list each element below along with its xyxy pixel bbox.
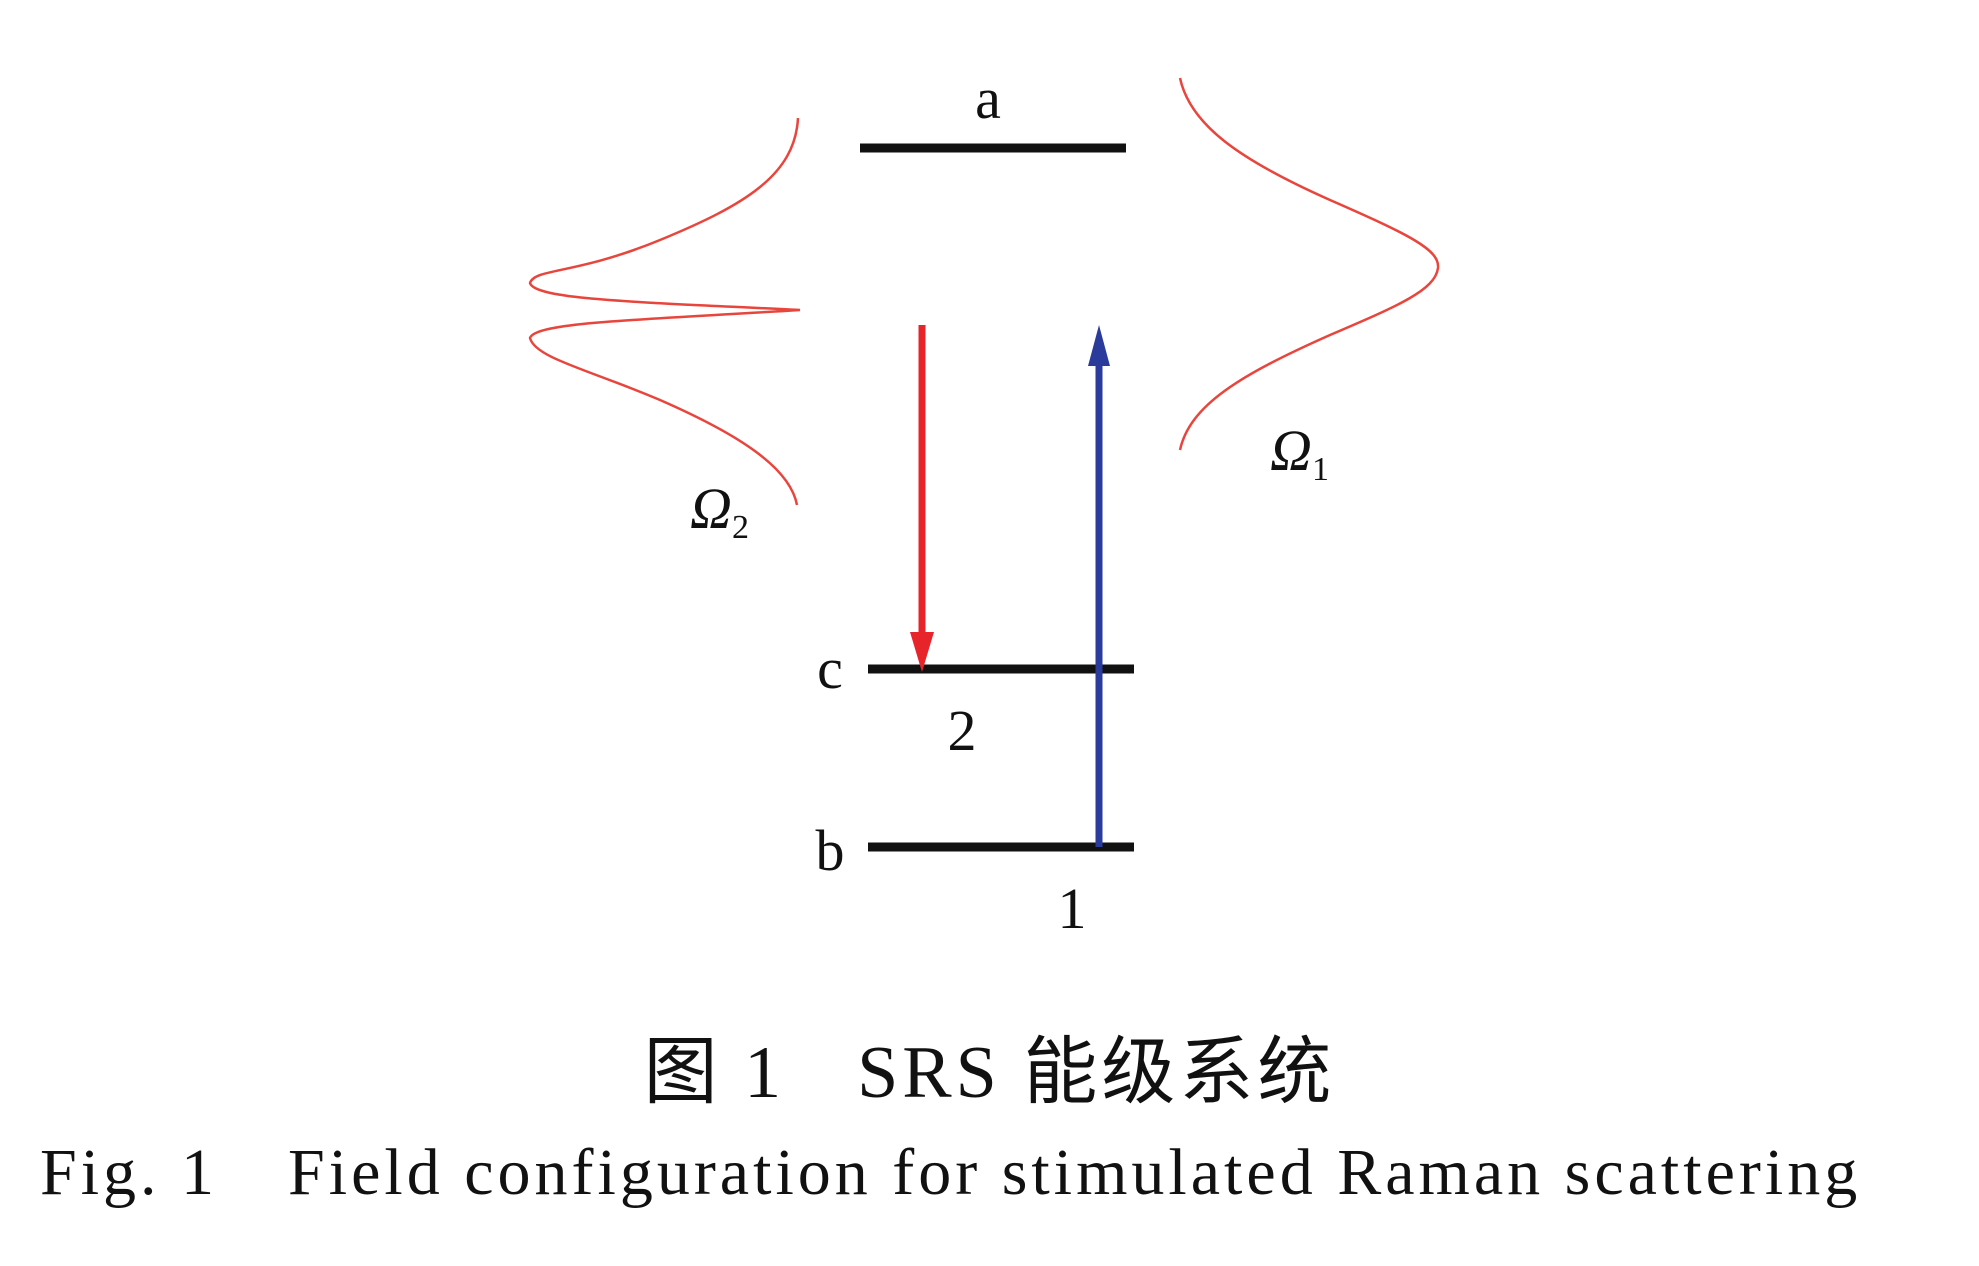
down-arrow-head [910, 632, 934, 672]
omega1-label: Ω1 [1270, 418, 1329, 488]
level-c-label: c [817, 636, 843, 701]
level-b-label: b [816, 818, 845, 883]
omega1-subscript: 1 [1312, 451, 1329, 488]
omega2-subscript: 2 [732, 509, 749, 546]
level-a-label: a [975, 66, 1001, 131]
omega2-label: Ω2 [690, 476, 749, 546]
pulse-omega2-curve [528, 117, 801, 506]
caption-english: Fig. 1 Field configuration for stimulated… [40, 1135, 1940, 1211]
caption-en-number: Fig. 1 [40, 1136, 219, 1209]
caption-cn-number: 图 1 [643, 1032, 786, 1114]
transition-2-label: 2 [948, 698, 977, 763]
omega1-symbol: Ω [1270, 418, 1312, 483]
caption-en-text: Field configuration for stimulated Raman… [288, 1136, 1862, 1209]
transition-1-label: 1 [1058, 876, 1087, 941]
pulse-omega1-curve [1178, 77, 1440, 451]
caption-cn-text: SRS 能级系统 [857, 1032, 1336, 1114]
caption-chinese: 图 1 SRS 能级系统 [0, 1012, 1979, 1119]
omega2-symbol: Ω [690, 476, 732, 541]
up-arrow-head [1088, 325, 1110, 366]
